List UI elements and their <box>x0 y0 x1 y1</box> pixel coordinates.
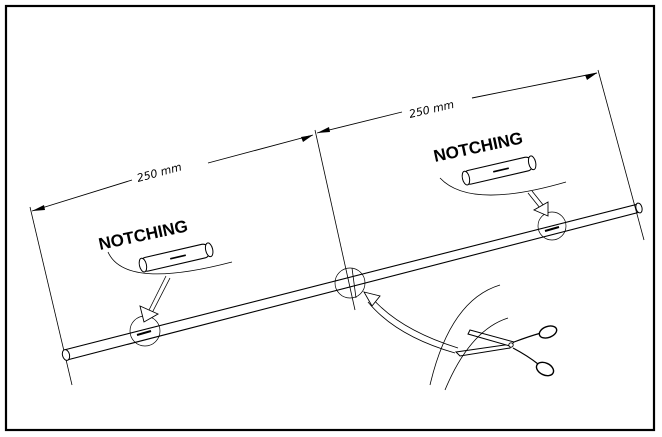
tube-rod <box>61 202 643 361</box>
scissors-icon <box>454 325 558 377</box>
cut-arrow <box>363 291 459 354</box>
notching-label-left: NOTCHING <box>97 216 190 253</box>
motion-arc-2 <box>444 317 509 391</box>
motion-arc-1 <box>429 284 501 386</box>
extension-line-right <box>597 69 645 241</box>
notched-tube-detail-icon-right <box>461 155 537 186</box>
callout-curve-right <box>439 177 567 196</box>
diagram-frame <box>4 4 656 432</box>
callout-curve-left <box>107 251 233 275</box>
dimension-label-right: 250 mm <box>408 98 456 121</box>
dimension-label-left: 250 mm <box>135 160 183 184</box>
notched-tube-detail-icon <box>138 242 214 273</box>
notch-mark-right <box>537 211 567 241</box>
dimension-line-left <box>31 134 314 212</box>
cut-point-middle <box>334 267 366 299</box>
arrow-icon <box>139 275 171 323</box>
extension-line-middle <box>314 129 356 311</box>
arrow-icon-right <box>527 190 549 217</box>
dimension-line-right <box>316 72 598 134</box>
tube-end-left <box>61 349 71 361</box>
tube-end-right <box>635 202 643 214</box>
